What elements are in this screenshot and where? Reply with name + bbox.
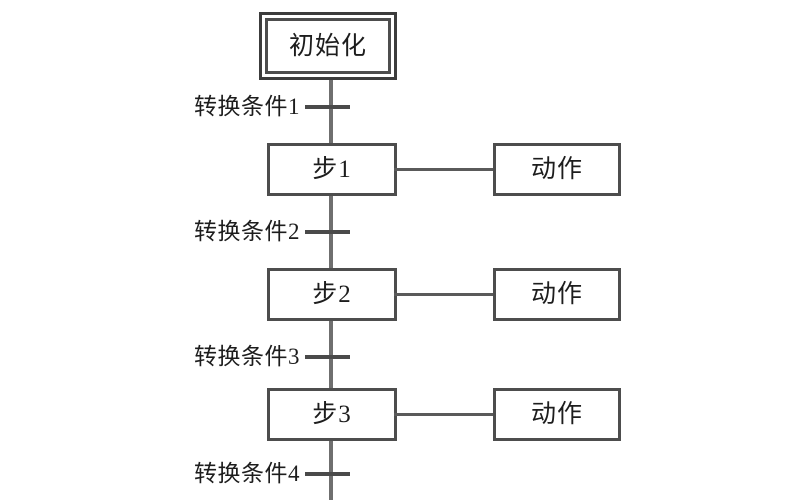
flow-line-t4-out	[329, 472, 333, 500]
transition-4-label: 转换条件4	[194, 461, 300, 486]
action-2-box[interactable]: 动作	[493, 268, 621, 321]
transition-2-tick	[305, 230, 350, 234]
action-2-label: 动作	[530, 281, 583, 308]
transition-1-label: 转换条件1	[194, 94, 300, 119]
flow-line-t2-to-step2	[329, 230, 333, 272]
transition-3-tick	[305, 355, 350, 359]
flow-line-step3-to-t4	[329, 438, 333, 478]
transition-2-label: 转换条件2	[194, 219, 300, 244]
step-2-label: 步2	[312, 281, 352, 308]
action-1-label: 动作	[530, 156, 583, 183]
transition-4-tick	[305, 472, 350, 476]
step-3-box[interactable]: 步3	[267, 388, 397, 441]
transition-3-label: 转换条件3	[194, 344, 300, 369]
flow-line-step2-to-t3	[329, 319, 333, 361]
step-3-label: 步3	[312, 401, 352, 428]
flow-line-t1-to-step1	[329, 105, 333, 145]
action-1-box[interactable]: 动作	[493, 143, 621, 196]
step-1-box[interactable]: 步1	[267, 143, 397, 196]
step-3-action-connector	[394, 413, 495, 416]
step-2-box[interactable]: 步2	[267, 268, 397, 321]
step-2-action-connector	[394, 293, 495, 296]
action-3-box[interactable]: 动作	[493, 388, 621, 441]
step-1-label: 步1	[312, 156, 352, 183]
init-step-outer-box: 初始化	[259, 12, 397, 80]
init-step-box[interactable]: 初始化	[265, 18, 391, 74]
action-3-label: 动作	[530, 401, 583, 428]
flow-line-step1-to-t2	[329, 194, 333, 236]
init-step-label: 初始化	[288, 32, 367, 60]
flow-line-t3-to-step3	[329, 355, 333, 392]
step-1-action-connector	[394, 168, 495, 171]
transition-1-tick	[305, 105, 350, 109]
flow-line-init-to-t1	[329, 79, 333, 109]
